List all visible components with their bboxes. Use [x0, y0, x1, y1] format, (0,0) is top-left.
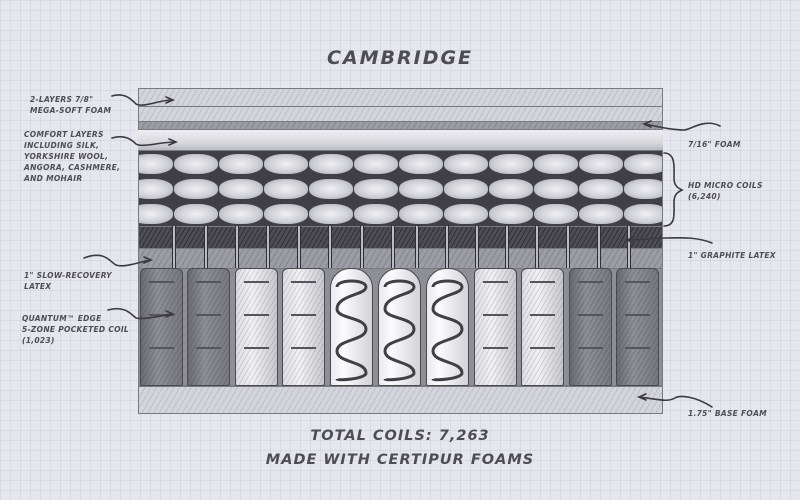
layer-mega-soft-foam-2 [138, 106, 663, 122]
label-graphite-latex: 1" Graphite Latex [688, 251, 776, 260]
latex-strut [415, 226, 419, 268]
spring-icon [431, 279, 464, 382]
latex-strut [475, 226, 479, 268]
latex-strut [505, 226, 509, 268]
layer-7-16-foam [138, 121, 663, 130]
spring-icon [383, 279, 416, 382]
latex-strut [297, 226, 301, 268]
certipur-text: Made with CertiPUR Foams [265, 452, 535, 468]
latex-strut [391, 226, 395, 268]
pocketed-coil [521, 268, 564, 386]
total-coils-text: Total Coils: 7,263 [310, 428, 490, 444]
latex-strut [535, 226, 539, 268]
pocketed-coil-edge [187, 268, 230, 386]
diagram-title: Cambridge [326, 47, 474, 69]
pocketed-coil-edge [140, 268, 183, 386]
pocketed-coil-edge [569, 268, 612, 386]
pocketed-coil [235, 268, 278, 386]
label-hd-micro-coils: HD Micro Coils (6,240) [688, 181, 763, 201]
pocketed-coil-spring [426, 268, 469, 386]
pocketed-coil-edge [616, 268, 659, 386]
label-quantum-edge-coils: Quantum™ Edge 5-Zone Pocketed Coil (1,02… [22, 314, 129, 345]
latex-strut [328, 226, 332, 268]
latex-strut [445, 226, 449, 268]
spring-icon [335, 279, 368, 382]
latex-strut [204, 226, 208, 268]
label-top-foam: 2-Layers 7/8" Mega-Soft Foam [30, 95, 112, 115]
pocketed-coil [474, 268, 517, 386]
latex-strut [566, 226, 570, 268]
latex-strut [266, 226, 270, 268]
label-comfort-layers: Comfort Layers Including Silk, Yorkshire… [24, 130, 121, 183]
pocketed-coil [282, 268, 325, 386]
latex-strut [627, 226, 631, 268]
layer-hd-micro-coils [138, 150, 663, 227]
pocketed-coil-spring [378, 268, 421, 386]
label-7-16-foam: 7/16" Foam [688, 140, 741, 149]
latex-strut [597, 226, 601, 268]
layer-base-foam [138, 386, 663, 414]
label-base-foam: 1.75" Base Foam [688, 409, 767, 418]
latex-strut [172, 226, 176, 268]
label-slow-recovery-latex: 1" Slow-Recovery Latex [24, 271, 112, 291]
layer-comfort [138, 130, 663, 151]
latex-strut [235, 226, 239, 268]
latex-strut [360, 226, 364, 268]
pocketed-coil-spring [330, 268, 373, 386]
